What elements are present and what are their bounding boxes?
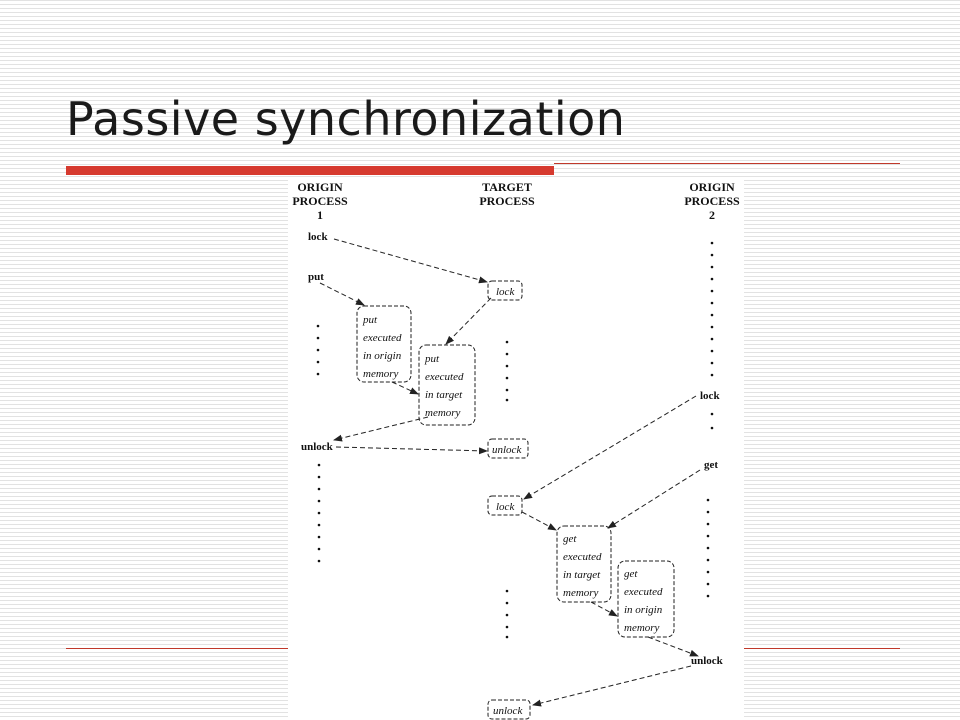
target-lock-text-1: lock	[496, 286, 515, 298]
arrow-get-target-to-origin	[590, 601, 618, 617]
get-target-line2: executed	[563, 551, 602, 563]
get-origin-box	[617, 560, 675, 638]
slide-title: Passive synchronization	[66, 92, 626, 146]
target-unlock-box-2	[487, 699, 531, 720]
put-target-line3: in target	[425, 389, 463, 401]
col1-header-line1: ORIGIN	[297, 180, 343, 194]
target-unlock-box-1	[487, 438, 529, 459]
put-origin-line2: executed	[363, 332, 402, 344]
timeline-dots	[316, 241, 714, 639]
col2-header-line1: TARGET	[482, 180, 532, 194]
put-target-line4: memory	[425, 407, 461, 419]
put-origin-line1: put	[362, 314, 378, 326]
col2-header-line2: PROCESS	[479, 194, 535, 208]
p2-get-label: get	[704, 459, 718, 471]
put-target-line2: executed	[425, 371, 464, 383]
target-lock-box-2	[487, 495, 523, 516]
target-lock-box-1	[487, 280, 523, 301]
put-target-line1: put	[424, 353, 440, 365]
get-origin-line4: memory	[624, 622, 660, 634]
get-target-line4: memory	[563, 587, 599, 599]
col1-header-line3: 1	[317, 208, 323, 222]
arrow-unlock-p1	[335, 446, 488, 455]
p1-lock-label: lock	[308, 231, 328, 243]
arrow-put-origin-to-target	[391, 381, 419, 395]
col3-header-line2: PROCESS	[684, 194, 740, 208]
get-target-line3: in target	[563, 569, 601, 581]
p2-lock-label: lock	[700, 390, 720, 402]
col1-header-line2: PROCESS	[292, 194, 348, 208]
target-unlock-text-1: unlock	[492, 444, 522, 456]
arrow-get-request	[607, 469, 701, 529]
passive-sync-diagram: ORIGIN PROCESS 1 TARGET PROCESS ORIGIN P…	[288, 178, 744, 720]
col3-header-line1: ORIGIN	[689, 180, 735, 194]
arrow-lock-request-p1	[333, 238, 488, 284]
arrow-get-complete	[647, 636, 699, 657]
arrow-unlock-p2	[532, 665, 692, 707]
p1-unlock-label: unlock	[301, 441, 334, 453]
arrow-lock-granted-p1	[445, 297, 492, 345]
col3-header-line3: 2	[709, 208, 715, 222]
title-underline-thin	[554, 163, 900, 164]
target-unlock-text-2: unlock	[493, 705, 523, 717]
arrow-put-to-origin	[319, 282, 365, 306]
get-origin-line1: get	[624, 568, 638, 580]
get-target-line1: get	[563, 533, 577, 545]
put-origin-line3: in origin	[363, 350, 402, 362]
get-origin-line3: in origin	[624, 604, 663, 616]
put-origin-box	[356, 305, 412, 383]
arrow-put-complete	[333, 416, 429, 442]
target-lock-text-2: lock	[496, 501, 515, 513]
p1-put-label: put	[308, 271, 324, 283]
put-target-box	[418, 344, 476, 426]
get-target-box	[556, 525, 612, 603]
arrow-lock-request-p2	[523, 395, 697, 500]
get-origin-line2: executed	[624, 586, 663, 598]
diagram-svg: ORIGIN PROCESS 1 TARGET PROCESS ORIGIN P…	[292, 180, 740, 720]
title-underline-thick	[66, 166, 554, 175]
p2-unlock-label: unlock	[691, 655, 724, 667]
put-origin-line4: memory	[363, 368, 399, 380]
arrow-lock-granted-p2	[521, 511, 557, 531]
